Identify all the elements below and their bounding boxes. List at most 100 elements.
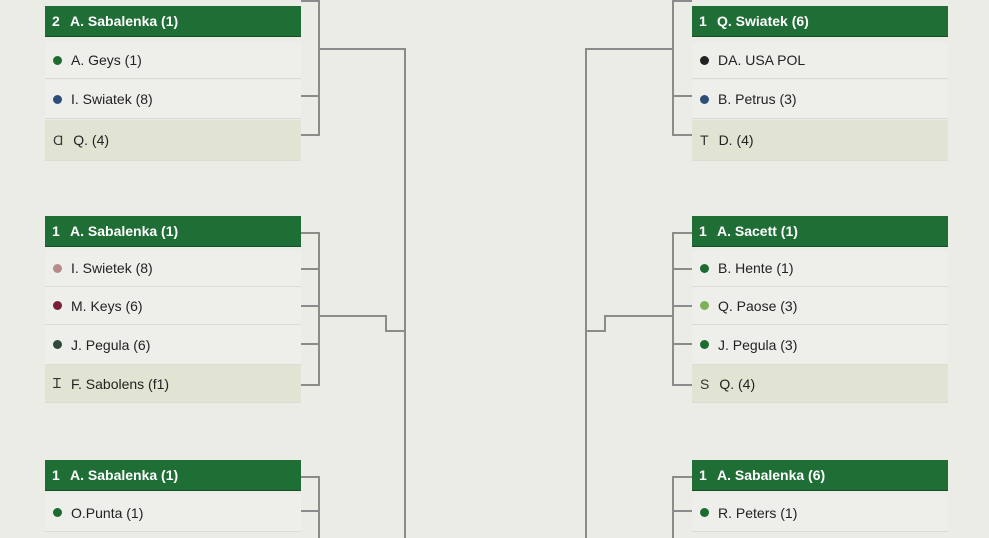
player-name: O.Punta (1) xyxy=(71,504,144,521)
green-dot-icon xyxy=(53,55,62,65)
player-name: I. Swietek (8) xyxy=(71,260,153,276)
right-group-2-header[interactable]: 1 A. Sabalenka (6) xyxy=(692,460,948,491)
player-name: Q. Paose (3) xyxy=(718,297,798,314)
bracket-line xyxy=(672,95,692,97)
s-icon: S xyxy=(700,375,710,392)
player-name: B. Hente (1) xyxy=(718,260,794,276)
bracket-line xyxy=(301,476,319,478)
left-group-2-header[interactable]: 1 A. Sabalenka (1) xyxy=(45,460,301,491)
bracket-line xyxy=(672,134,692,136)
bracket-line xyxy=(318,0,320,135)
right-group-1-row-0[interactable]: B. Hente (1) xyxy=(692,250,948,287)
player-name: J. Pegula (6) xyxy=(71,336,151,353)
flag-icon: Ɪ xyxy=(53,375,61,391)
left-group-0-row-2[interactable]: Ɑ Q. (4) xyxy=(45,120,301,161)
header-seed: 1 xyxy=(699,223,707,239)
bracket-line xyxy=(318,315,386,317)
right-group-1-header[interactable]: 1 A. Sacett (1) xyxy=(692,216,948,247)
bracket-line xyxy=(318,476,320,538)
bracket-line xyxy=(404,48,406,538)
left-group-0-header[interactable]: 2 A. Sabalenka (1) xyxy=(45,6,301,37)
player-name: I. Swiatek (8) xyxy=(71,91,153,107)
right-group-0-row-1[interactable]: B. Petrus (3) xyxy=(692,80,948,119)
bracket-line xyxy=(585,48,674,50)
bracket-line xyxy=(318,232,320,385)
player-name: A. Geys (1) xyxy=(71,52,142,68)
bracket-line xyxy=(301,0,319,2)
right-group-1-row-3[interactable]: S Q. (4) xyxy=(692,365,948,403)
bracket-line xyxy=(585,330,606,332)
green-dot-icon xyxy=(53,508,62,517)
bracket-line xyxy=(301,268,319,270)
bracket-line xyxy=(585,48,587,538)
right-group-2-row-0[interactable]: R. Peters (1) xyxy=(692,494,948,532)
light-green-dot-icon xyxy=(700,301,709,310)
green-dot-icon xyxy=(700,340,709,349)
player-name: A. Sabalenka (6) xyxy=(717,467,826,483)
t-icon: T xyxy=(700,132,709,148)
blue-dot-icon xyxy=(53,94,62,104)
player-name: DA. USA POL xyxy=(718,52,806,68)
left-group-0-row-0[interactable]: A. Geys (1) xyxy=(45,42,301,79)
bracket-line xyxy=(672,305,692,307)
bracket-line xyxy=(301,384,320,386)
player-name: A. Sabalenka (1) xyxy=(70,223,179,239)
bracket-line xyxy=(672,476,674,538)
blue-dot-icon xyxy=(700,94,709,104)
player-name: Q. Swiatek (6) xyxy=(717,13,809,29)
player-name: Q. (4) xyxy=(73,132,110,148)
bracket-line xyxy=(301,134,320,136)
trophy-icon: Ɑ xyxy=(53,132,64,148)
player-name: D. (4) xyxy=(718,132,754,148)
left-group-1-row-2[interactable]: J. Pegula (6) xyxy=(45,325,301,365)
bracket-line xyxy=(318,48,406,50)
bracket-line xyxy=(672,232,692,234)
player-name: B. Petrus (3) xyxy=(718,91,797,107)
bracket-line xyxy=(672,384,692,386)
black-dot-icon xyxy=(700,55,709,65)
bracket-line xyxy=(301,95,319,97)
green-dot-icon xyxy=(700,263,709,273)
right-group-1-row-2[interactable]: J. Pegula (3) xyxy=(692,325,948,365)
left-group-0-row-1[interactable]: I. Swiatek (8) xyxy=(45,80,301,119)
player-name: Q. (4) xyxy=(719,375,756,392)
right-group-0-header[interactable]: 1 Q. Swiatek (6) xyxy=(692,6,948,37)
bracket-line xyxy=(672,268,692,270)
bracket-line xyxy=(301,343,319,345)
left-group-1-row-0[interactable]: I. Swietek (8) xyxy=(45,250,301,287)
left-group-1-header[interactable]: 1 A. Sabalenka (1) xyxy=(45,216,301,247)
header-seed: 1 xyxy=(699,467,707,483)
bracket-line xyxy=(672,343,692,345)
right-group-0-row-0[interactable]: DA. USA POL xyxy=(692,42,948,79)
header-seed: 1 xyxy=(52,223,60,239)
pink-dot-icon xyxy=(53,263,62,273)
bracket-line xyxy=(385,315,387,332)
player-name: M. Keys (6) xyxy=(71,297,143,314)
player-name: F. Sabolens (f1) xyxy=(71,375,170,392)
bracket-line xyxy=(301,510,319,512)
player-name: J. Pegula (3) xyxy=(718,336,798,353)
left-group-1-row-1[interactable]: M. Keys (6) xyxy=(45,287,301,325)
right-group-1-row-1[interactable]: Q. Paose (3) xyxy=(692,287,948,325)
header-seed: 1 xyxy=(699,13,707,29)
bracket-line xyxy=(301,232,319,234)
bracket-line xyxy=(604,315,606,332)
player-name: A. Sabalenka (1) xyxy=(70,13,179,29)
header-seed: 1 xyxy=(52,467,60,483)
player-name: A. Sacett (1) xyxy=(717,223,798,239)
dark-green-dot-icon xyxy=(53,340,62,349)
right-group-0-row-2[interactable]: T D. (4) xyxy=(692,120,948,161)
left-group-2-row-0[interactable]: O.Punta (1) xyxy=(45,494,301,532)
green-dot-icon xyxy=(700,508,709,517)
header-seed: 2 xyxy=(52,13,60,29)
left-group-1-row-3[interactable]: Ɪ F. Sabolens (f1) xyxy=(45,365,301,403)
player-name: A. Sabalenka (1) xyxy=(70,467,179,483)
bracket-line xyxy=(672,0,674,135)
red-dot-icon xyxy=(53,301,62,310)
bracket-line xyxy=(672,232,674,385)
bracket-line xyxy=(672,476,692,478)
bracket-line xyxy=(385,330,406,332)
bracket-line xyxy=(672,0,692,2)
bracket-line xyxy=(672,510,692,512)
bracket-line xyxy=(604,315,674,317)
